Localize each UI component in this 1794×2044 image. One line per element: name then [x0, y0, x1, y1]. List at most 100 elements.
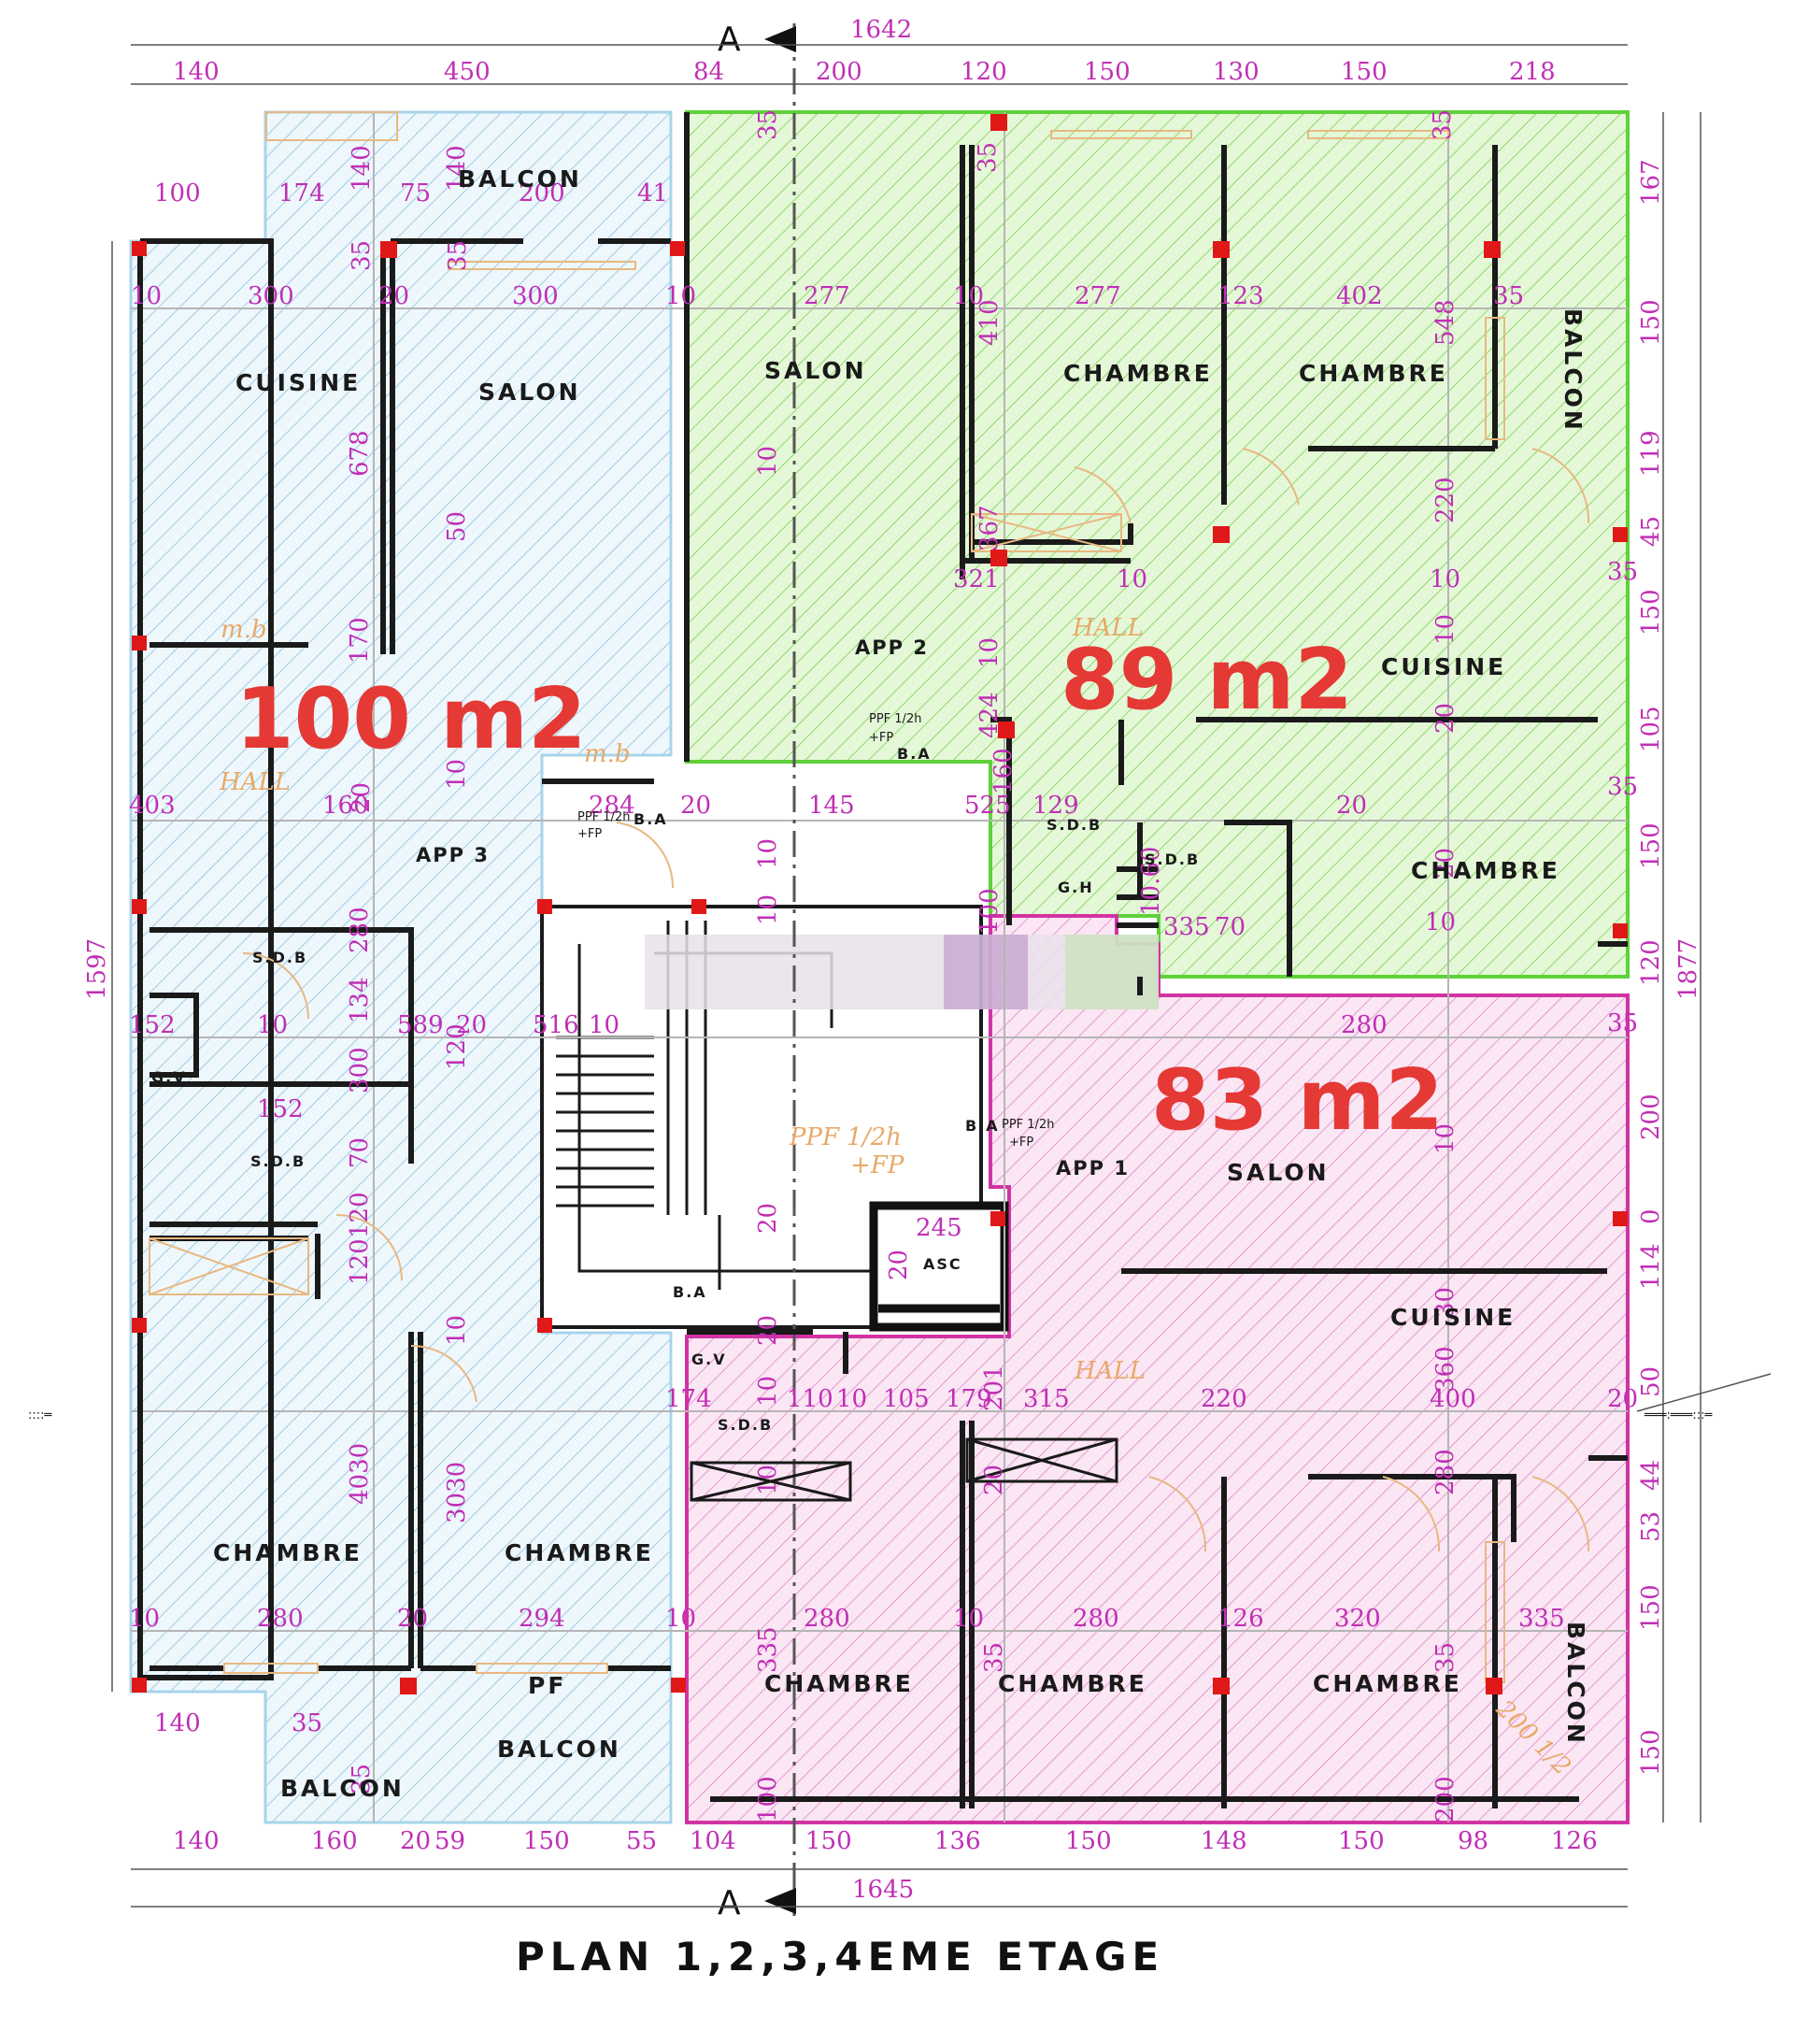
- room-mb-2: m.b: [584, 740, 631, 768]
- room-sdb-app1: S.D.B: [718, 1416, 773, 1434]
- room-chambre-app3b: CHAMBRE: [505, 1539, 654, 1566]
- dim-interior: 10: [754, 1376, 782, 1407]
- dim-top: 150: [1084, 58, 1131, 86]
- app3-area: 100 m2: [235, 670, 587, 768]
- dim-interior: 10: [1430, 565, 1460, 593]
- room-cuisine-app2: CUISINE: [1381, 653, 1506, 680]
- dim-right: 167: [1637, 159, 1665, 206]
- dim-interior: 35: [1607, 558, 1638, 586]
- dim-interior: 10: [443, 1315, 471, 1346]
- dim-interior: 35: [292, 1709, 322, 1737]
- dim-interior: 120: [443, 1023, 471, 1070]
- dim-interior: 200: [1431, 1776, 1459, 1822]
- dim-interior: 300: [346, 1047, 374, 1093]
- dim-interior: 516: [533, 1011, 579, 1039]
- dim-interior: 525: [964, 792, 1011, 820]
- room-cuisine-app1: CUISINE: [1390, 1304, 1516, 1331]
- dim-bottom-total: 1645: [852, 1876, 914, 1904]
- label-ba-1: B.A: [634, 810, 668, 828]
- label-ppf-app2-fp: +FP: [869, 731, 893, 745]
- apartment-labels: APP 3 APP 2 APP 1 100 m2 89 m2 83 m2: [235, 631, 1444, 1179]
- label-ppf-stair: PPF 1/2h: [789, 1123, 902, 1151]
- dim-interior: 20: [754, 1315, 782, 1346]
- dim-interior: 100: [754, 1776, 782, 1822]
- dim-right: 105: [1637, 706, 1665, 752]
- label-ba-2: B.A: [897, 745, 932, 763]
- room-sdb-app2b: S.D.B: [1145, 850, 1200, 868]
- dim-interior: 280: [346, 907, 374, 953]
- dim-interior: 35: [348, 240, 376, 271]
- room-hall-app3: HALL: [219, 768, 291, 796]
- dim-interior: 70: [346, 1137, 374, 1168]
- dim-interior: 35: [754, 109, 782, 140]
- room-hall-app2: HALL: [1072, 614, 1144, 642]
- dim-interior: 300: [248, 282, 294, 310]
- dim-interior: 20: [1431, 848, 1459, 879]
- dim-interior: 10: [443, 759, 471, 790]
- app1-label: APP 1: [1056, 1157, 1130, 1179]
- label-ba-3: B.A: [965, 1117, 1000, 1135]
- dim-interior: 320: [1334, 1605, 1381, 1633]
- dim-interior: 20: [456, 1011, 487, 1039]
- dim-interior: 35: [348, 1764, 376, 1794]
- room-sdb-app2a: S.D.B: [1046, 816, 1102, 834]
- right-dimensions: 167 150 119 45 150 105 150 120 200 0 114…: [1637, 159, 1665, 1776]
- dim-interior: 315: [1023, 1385, 1070, 1413]
- walls: [137, 112, 1628, 1808]
- dim-top: 200: [816, 58, 862, 86]
- dim-interior: 126: [1217, 1605, 1264, 1633]
- dim-interior: 360: [1431, 1346, 1459, 1393]
- dim-interior: 280: [804, 1605, 850, 1633]
- dim-right: 150: [1637, 1584, 1665, 1631]
- room-sdb-app3b: S.D.B: [250, 1152, 306, 1170]
- dim-interior: 120: [346, 1238, 374, 1285]
- dim-interior: 152: [129, 1011, 176, 1039]
- dim-interior: 35: [980, 1642, 1008, 1673]
- label-ppf-app2: PPF 1/2h: [869, 712, 921, 726]
- dim-right-total: 1877: [1674, 938, 1702, 1000]
- dim-interior: 300: [512, 282, 559, 310]
- dim-interior: 10: [953, 1605, 984, 1633]
- dim-top: 130: [1213, 58, 1260, 86]
- dim-top: 120: [961, 58, 1007, 86]
- dim-interior: 201: [980, 1365, 1008, 1411]
- dim-right: 44: [1637, 1460, 1665, 1491]
- dim-interior: 100: [975, 888, 1004, 935]
- dim-interior: 20: [680, 792, 711, 820]
- room-pf: PF: [528, 1672, 566, 1699]
- dim-interior: 10: [754, 838, 782, 869]
- dim-interior: 10: [754, 894, 782, 925]
- dim-interior: 10: [1117, 565, 1147, 593]
- dim-interior: 10: [836, 1385, 867, 1413]
- app3-label: APP 3: [416, 844, 490, 866]
- dim-interior: 280: [1073, 1605, 1119, 1633]
- dim-top: 140: [173, 58, 220, 86]
- app2-area: 89 m2: [1061, 631, 1353, 729]
- dim-interior: 245: [916, 1214, 962, 1242]
- dim-bottom: 59: [434, 1827, 465, 1855]
- dim-interior: 35: [1431, 1642, 1459, 1673]
- dim-interior: 35: [1493, 282, 1524, 310]
- room-balcon-app3-bottom-a: BALCON: [280, 1775, 405, 1802]
- dim-right: 150: [1637, 822, 1665, 869]
- room-gv-app1: G.V: [691, 1351, 727, 1368]
- room-asc: ASC: [923, 1255, 962, 1273]
- room-chambre-app3a: CHAMBRE: [213, 1539, 363, 1566]
- room-chambre-app1b: CHAMBRE: [998, 1670, 1147, 1697]
- dim-interior: 367: [975, 505, 1004, 551]
- top-dimensions: 1642 140 450 84 200 120 150 130 150 218: [173, 16, 1556, 86]
- app2-label: APP 2: [855, 636, 929, 659]
- dim-interior: 20: [885, 1250, 913, 1280]
- dim-interior: 10: [131, 282, 162, 310]
- section-label-top: A: [718, 21, 741, 59]
- dim-interior: 20: [754, 1203, 782, 1234]
- dim-interior: 152: [257, 1095, 304, 1123]
- dim-interior: 10: [953, 282, 984, 310]
- dim-interior: 403: [129, 792, 176, 820]
- dim-interior: 10: [1431, 1123, 1459, 1154]
- dim-interior: 277: [1075, 282, 1121, 310]
- dim-interior: 402: [1336, 282, 1383, 310]
- dim-interior: 10: [975, 637, 1004, 668]
- room-balcon-app3-bottom-b: BALCON: [497, 1736, 621, 1763]
